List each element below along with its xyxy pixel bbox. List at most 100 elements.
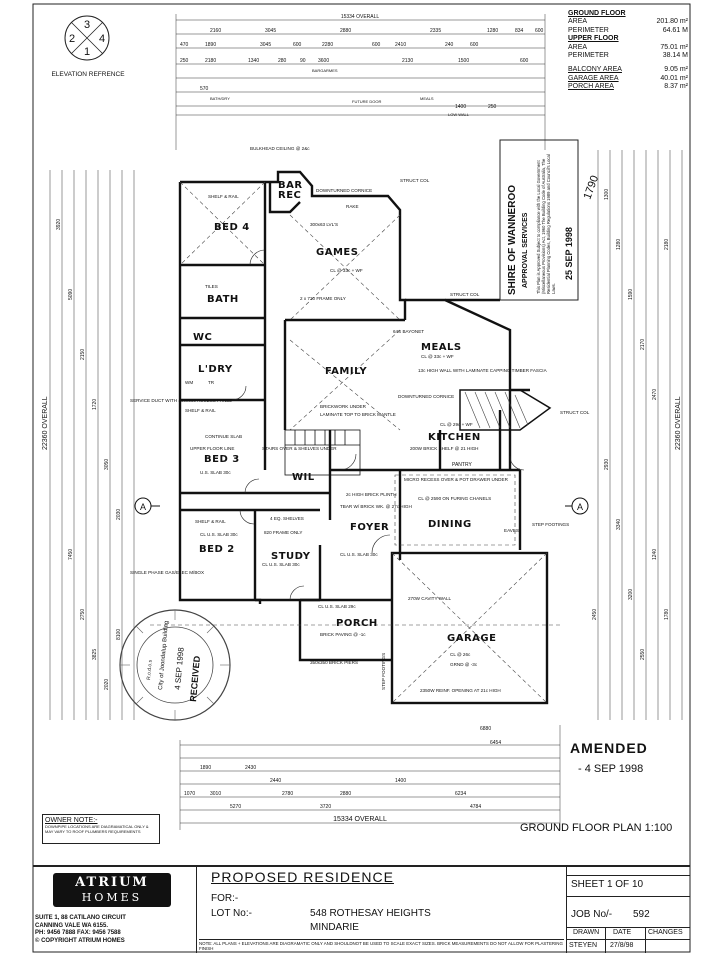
svg-text:2880: 2880 (340, 28, 351, 34)
svg-text:CL @ 2590 ON FURING CHANELS: CL @ 2590 ON FURING CHANELS (418, 496, 491, 501)
elevation-label: ELEVATION REFRENCE (51, 71, 125, 78)
left-dim-labels: 22360 OVERALL 3920 5090 2150 1720 3050 2… (42, 219, 122, 690)
svg-text:BRICKWORK UNDER: BRICKWORK UNDER (320, 404, 367, 409)
svg-text:820 FRAME ONLY: 820 FRAME ONLY (264, 530, 302, 535)
room-kitchen: KITCHEN (428, 432, 481, 443)
svg-text:RAKE: RAKE (346, 204, 359, 209)
svg-text:RECEIVED: RECEIVED (188, 655, 202, 702)
svg-text:1070: 1070 (184, 791, 195, 797)
svg-text:R.o.d.o.s: R.o.d.o.s (146, 659, 154, 680)
svg-text:BARGARMES: BARGARMES (312, 68, 338, 73)
svg-text:3010: 3010 (210, 791, 221, 797)
svg-text:25 SEP 1998: 25 SEP 1998 (564, 227, 574, 280)
date-label: DATE (613, 929, 632, 936)
bottom-dim-labels: 15334 OVERALL 6454 6880 5270 3720 4784 1… (184, 726, 501, 823)
svg-text:2030: 2030 (116, 509, 122, 520)
svg-text:4784: 4784 (470, 804, 481, 810)
room-meals: MEALS (421, 342, 462, 353)
svg-text:250: 250 (488, 104, 497, 110)
svg-text:SHELF & RAIL: SHELF & RAIL (185, 408, 216, 413)
ground-floor-heading: GROUND FLOOR (568, 10, 626, 17)
room-study: STUDY (271, 551, 311, 562)
svg-text:280: 280 (278, 58, 287, 64)
svg-text:1400: 1400 (395, 778, 406, 784)
room-rec: REC (278, 190, 301, 201)
svg-text:3045: 3045 (265, 28, 276, 34)
lot-label: LOT No:- (211, 908, 252, 919)
svg-text:250: 250 (180, 58, 189, 64)
svg-text:6454: 6454 (490, 740, 501, 746)
svg-text:6880: 6880 (480, 726, 491, 732)
svg-text:2350W REINF. OPENING AT 21c HI: 2350W REINF. OPENING AT 21c HIGH (420, 688, 501, 693)
room-foyer: FOYER (350, 522, 389, 533)
svg-text:APPROVAL SERVICES: APPROVAL SERVICES (522, 212, 529, 288)
date-value: 27/8/98 (610, 942, 634, 949)
room-bed4: BED 4 (214, 222, 250, 233)
drawn-label: DRAWN (573, 929, 600, 936)
svg-text:UPPER FLOOR LINE: UPPER FLOOR LINE (190, 446, 234, 451)
svg-text:CL U.S. SLAB 30c: CL U.S. SLAB 30c (200, 532, 238, 537)
svg-text:2930: 2930 (604, 459, 610, 470)
svg-text:TBAR W/ BRICK WK. @ 27c HIGH: TBAR W/ BRICK WK. @ 27c HIGH (340, 504, 412, 509)
svg-text:1400: 1400 (455, 104, 466, 110)
svg-text:3920: 3920 (56, 219, 62, 230)
project-title: PROPOSED RESIDENCE (211, 869, 394, 885)
svg-text:570: 570 (200, 86, 209, 92)
svg-text:1500: 1500 (458, 58, 469, 64)
svg-text:1890: 1890 (200, 765, 211, 771)
svg-text:15334 OVERALL: 15334 OVERALL (333, 816, 387, 823)
svg-text:2550: 2550 (640, 649, 646, 660)
right-dimension-rail (597, 150, 683, 720)
room-bar: BAR (278, 180, 303, 191)
svg-text:STAIRS OVER & SHELVES UNDER: STAIRS OVER & SHELVES UNDER (262, 446, 337, 451)
left-dimension-rail (49, 170, 135, 720)
svg-text:WM: WM (185, 380, 193, 385)
elevation-digit-bottom: 1 (84, 46, 90, 58)
room-ldry: L'DRY (198, 364, 233, 375)
svg-text:LAMINATE TOP TO BRICK MANTLE: LAMINATE TOP TO BRICK MANTLE (320, 412, 396, 417)
svg-text:TILES: TILES (205, 284, 218, 289)
lot-value: 548 ROTHESAY HEIGHTS (310, 908, 431, 919)
elevation-digit-left: 2 (69, 33, 75, 45)
svg-text:2410: 2410 (395, 42, 406, 48)
svg-text:13c HIGH WALL WITH LAMINATE CA: 13c HIGH WALL WITH LAMINATE CAPPING TIMB… (418, 368, 548, 373)
room-games: GAMES (316, 247, 358, 258)
svg-text:MICRO RECESS OVER & POT DRAWER: MICRO RECESS OVER & POT DRAWER UNDER (404, 477, 509, 482)
svg-text:600: 600 (470, 42, 479, 48)
svg-text:CL @ 29c + WF: CL @ 29c + WF (440, 422, 473, 427)
company-address: SUITE 1, 88 CATILANO CIRCUIT CANNING VAL… (35, 915, 126, 944)
svg-text:CL @ 33c + WF: CL @ 33c + WF (421, 354, 454, 359)
bottom-dimensions (179, 725, 561, 830)
svg-text:5270: 5270 (230, 804, 241, 810)
svg-text:1240: 1240 (652, 549, 658, 560)
top-dim-labels: 2160 3045 2880 2335 1280 834 600 470 189… (180, 28, 544, 117)
room-labels: BED 4 BAR REC GAMES BATH WC L'DRY FAMILY… (193, 180, 496, 644)
svg-text:600: 600 (293, 42, 302, 48)
svg-text:STEP FOOTINGS: STEP FOOTINGS (532, 522, 569, 527)
svg-text:A: A (140, 502, 146, 512)
wanneroo-approval-stamp: SHIRE OF WANNEROO APPROVAL SERVICES This… (499, 139, 601, 301)
staircase (284, 429, 361, 476)
job-label: JOB No/- (571, 909, 613, 920)
svg-text:200W BRICK SHELF @ 21 HIGH: 200W BRICK SHELF @ 21 HIGH (410, 446, 479, 451)
room-garage: GARAGE (447, 633, 496, 644)
drawn-value: STEYEN (569, 942, 598, 949)
svg-text:EAVES: EAVES (504, 528, 519, 533)
svg-text:STRUCT COL: STRUCT COL (450, 292, 480, 297)
walls (178, 170, 552, 705)
svg-text:1780: 1780 (664, 609, 670, 620)
svg-text:600: 600 (520, 58, 529, 64)
svg-text:CONTINUE SLAB: CONTINUE SLAB (205, 434, 242, 439)
amended-date: - 4 SEP 1998 (578, 763, 644, 775)
svg-text:3825: 3825 (92, 649, 98, 660)
elevation-reference: 3 2 4 1 ELEVATION REFRENCE (51, 15, 125, 78)
svg-text:2880: 2880 (340, 791, 351, 797)
section-marker-left: A (134, 497, 160, 515)
svg-text:BRICK PAVING @ -1c: BRICK PAVING @ -1c (320, 632, 366, 637)
svg-text:STRUCT COL: STRUCT COL (560, 410, 590, 415)
svg-text:2160: 2160 (210, 28, 221, 34)
svg-text:2440: 2440 (270, 778, 281, 784)
